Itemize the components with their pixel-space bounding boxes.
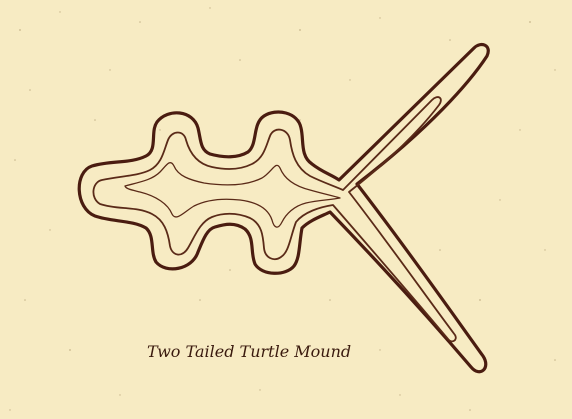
diagram-caption: Two Tailed Turtle Mound: [147, 342, 351, 361]
mound-inner-contour: [93, 97, 455, 341]
mound-outer-outline: [79, 45, 488, 372]
